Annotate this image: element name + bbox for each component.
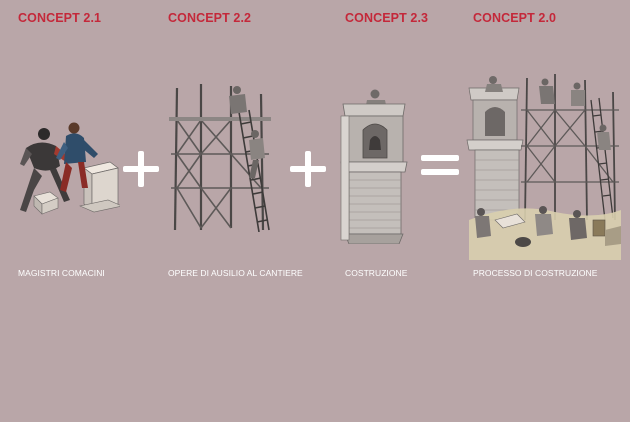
concept-2-1-caption: MAGISTRI COMACINI [18, 268, 105, 278]
plus-icon [123, 151, 159, 187]
concept-2-0-caption: PROCESSO DI COSTRUZIONE [473, 268, 598, 278]
concept-2-1-heading: CONCEPT 2.1 [18, 11, 102, 25]
equals-operator [419, 149, 461, 186]
concept-2-0-heading: CONCEPT 2.0 [473, 11, 557, 25]
construction-scene-illustration [466, 74, 621, 260]
masons-illustration [20, 122, 120, 215]
plus-icon [290, 151, 326, 187]
concept-2-2-caption: OPERE DI AUSILIO AL CANTIERE [168, 268, 303, 278]
scaffolding-illustration [169, 84, 271, 232]
concept-2-2-heading: CONCEPT 2.2 [168, 11, 252, 25]
plus-operator-2 [288, 149, 328, 194]
equals-icon [421, 155, 459, 175]
plus-operator-1 [121, 149, 161, 194]
bell-tower-illustration [340, 89, 408, 244]
concept-2-3-caption: COSTRUZIONE [345, 268, 408, 278]
concept-2-3-heading: CONCEPT 2.3 [345, 11, 429, 25]
